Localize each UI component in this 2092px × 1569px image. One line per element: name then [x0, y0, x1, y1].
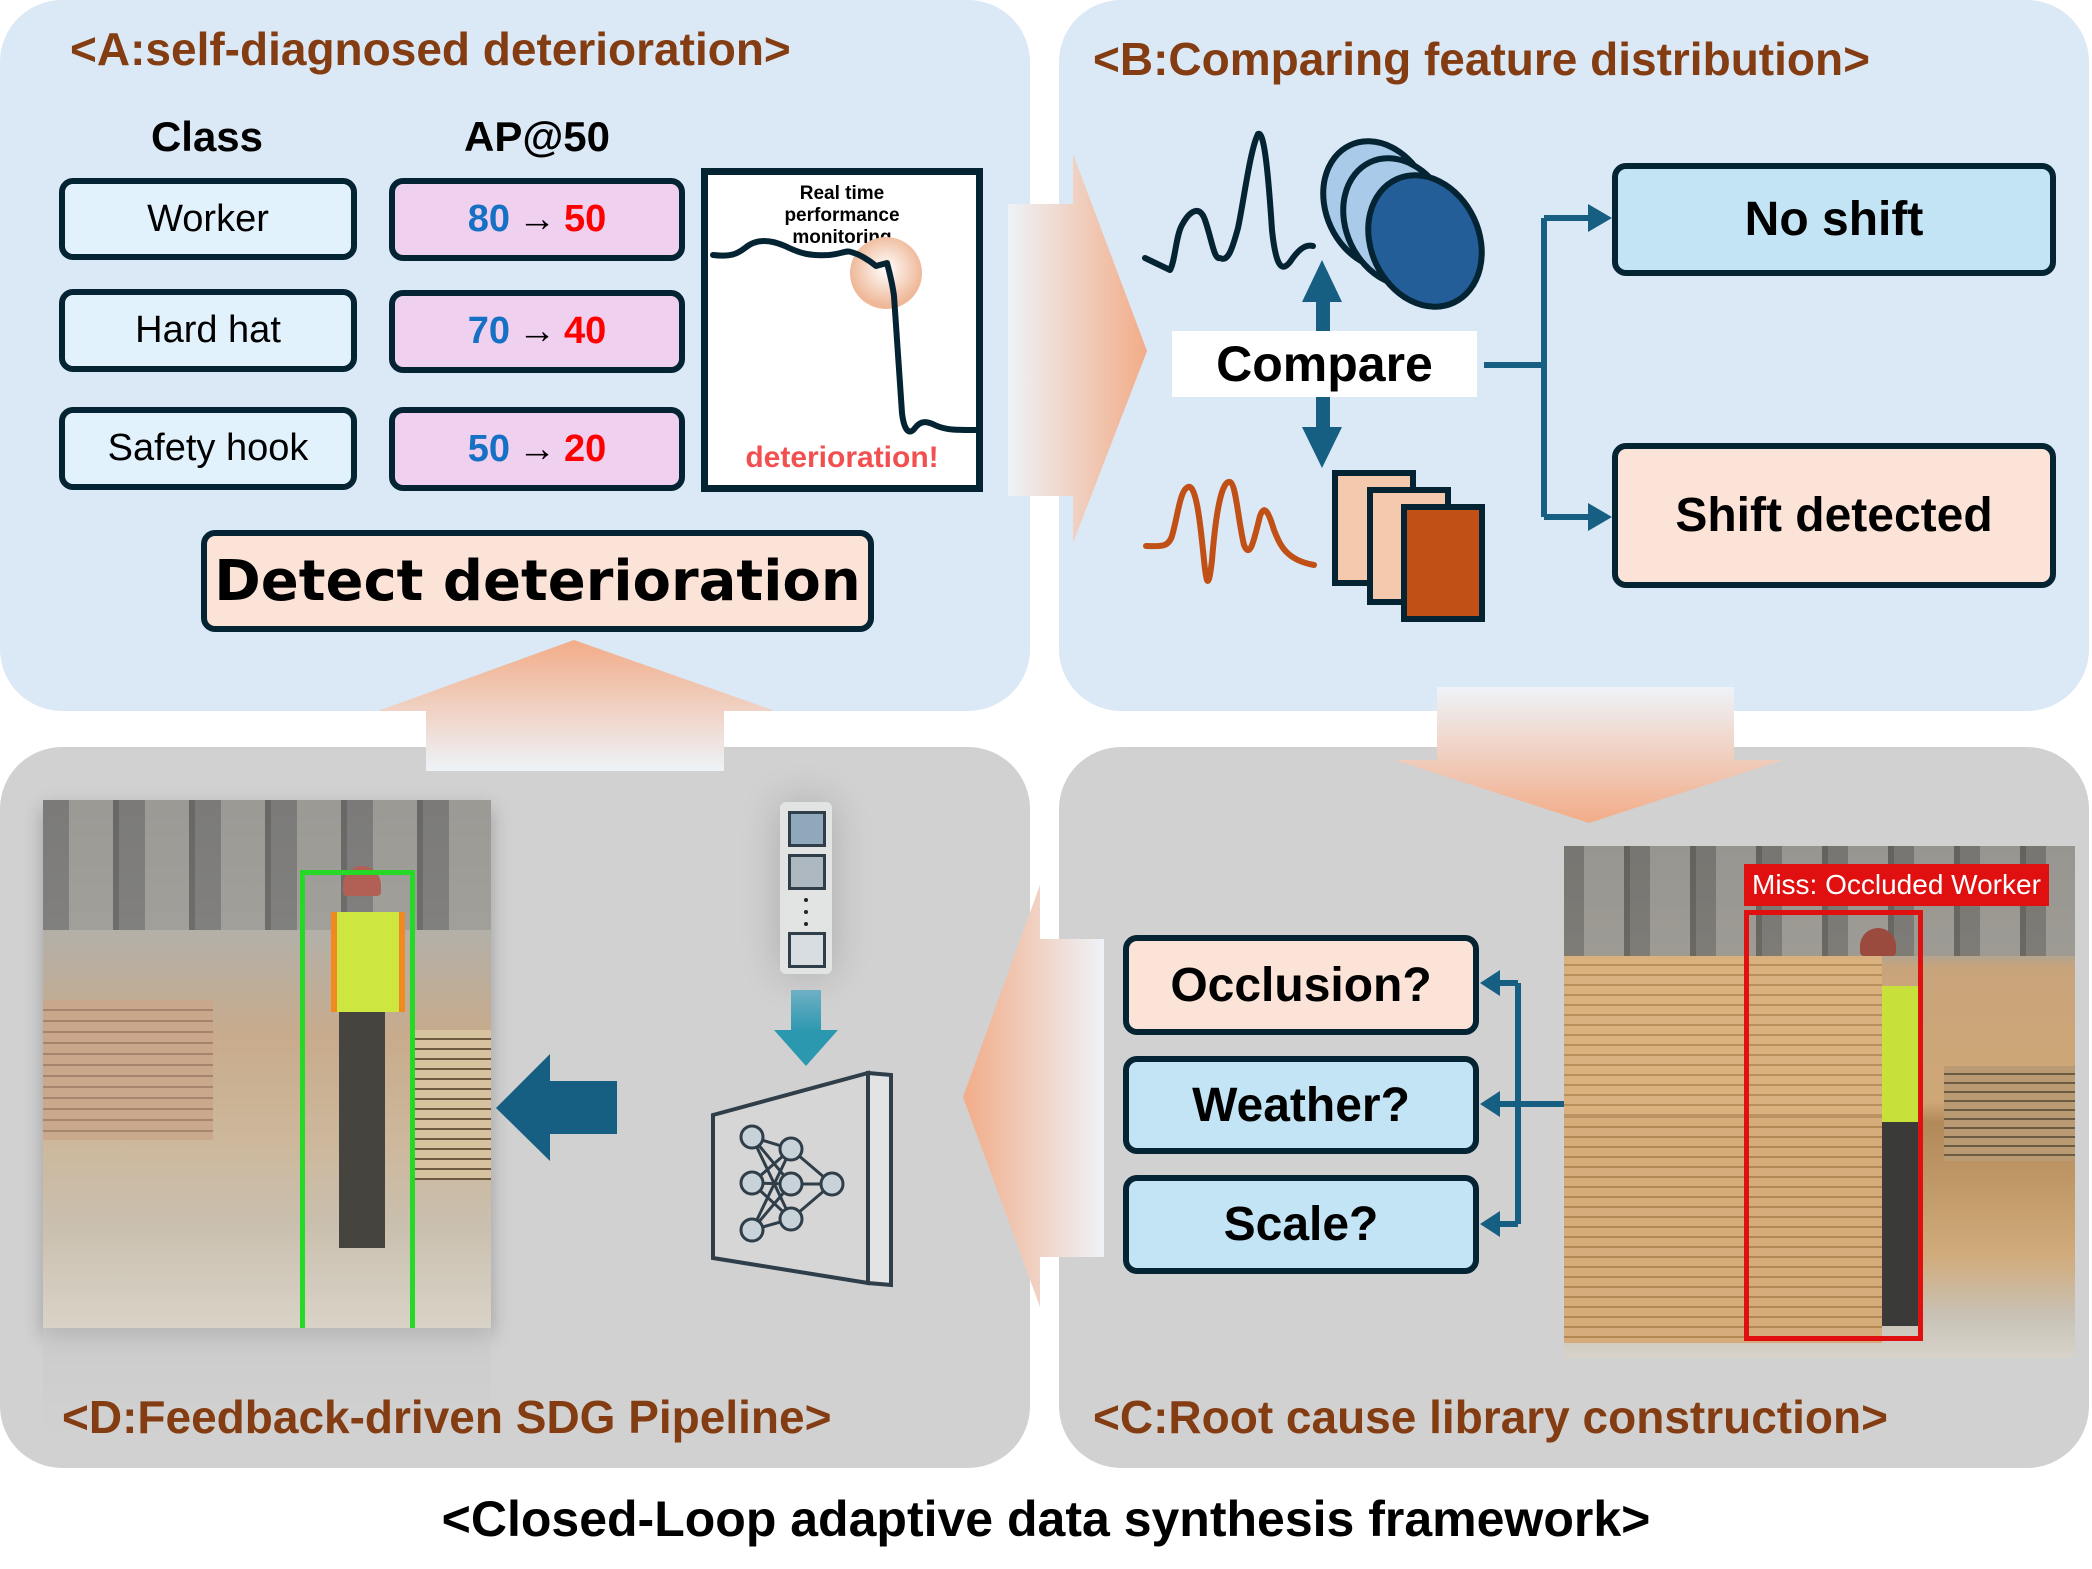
shift-detected-box: Shift detected	[1612, 443, 2056, 588]
ap-after-value: 20	[564, 427, 607, 470]
detect-deterioration-box: Detect deterioration	[201, 530, 874, 632]
arrow-right-icon: →	[518, 198, 556, 240]
ap-after-value: 50	[564, 198, 607, 240]
ap-before-value: 50	[467, 427, 510, 470]
performance-curve	[710, 237, 980, 435]
layer-square	[788, 854, 826, 890]
ap-before-value: 80	[467, 198, 510, 240]
synthetic-worker-photo	[43, 800, 491, 1328]
monitor-alert: deterioration!	[745, 441, 939, 474]
ap-before-value: 70	[467, 310, 510, 352]
class-column-header: Class	[150, 113, 264, 160]
worker-helmet	[1860, 928, 1896, 956]
class-box-safety-hook: Safety hook	[59, 407, 357, 490]
cause-box-scale: Scale?	[1123, 1175, 1479, 1274]
monitor-title: Real time performance monitoring	[784, 183, 900, 248]
miss-detection-label: Miss: Occluded Worker	[1744, 864, 2049, 906]
photo-reflection	[43, 1328, 491, 1438]
framework-title: <Closed-Loop adaptive data synthesis fra…	[441, 1491, 1651, 1547]
cause-box-weather: Weather?	[1123, 1056, 1479, 1154]
ap-box-hard-hat: 70 → 40	[389, 290, 685, 373]
flow-arrow-a-to-b-shape	[1008, 154, 1147, 543]
flow-arrow-b-to-c-shape	[1395, 687, 1783, 823]
worker-figure	[1882, 986, 1922, 1326]
panel-b-title: <B:Comparing feature distribution>	[1093, 33, 1870, 85]
lumber-stack-top	[1564, 956, 1882, 1114]
performance-monitor: Real time performance monitoring deterio…	[701, 168, 983, 492]
layer-square	[788, 932, 826, 968]
flow-arrow-c-to-d-shape	[963, 885, 1104, 1307]
panel-c-title: <C:Root cause library construction>	[1093, 1391, 1888, 1443]
foreground-lumber	[43, 1000, 213, 1140]
deterioration-highlight	[850, 237, 922, 309]
worker-vest	[331, 912, 405, 1012]
ap-box-worker: 80 → 50	[389, 178, 685, 261]
cause-box-occlusion: Occlusion?	[1123, 935, 1479, 1035]
detection-box	[300, 870, 415, 1328]
class-box-worker: Worker	[59, 178, 357, 260]
class-box-hard-hat: Hard hat	[59, 289, 357, 372]
compare-label: Compare	[1172, 331, 1477, 397]
occluded-worker-photo: Miss: Occluded Worker	[1564, 846, 2075, 1358]
ap-after-value: 40	[564, 310, 607, 352]
layer-stack-icon	[780, 802, 832, 974]
flow-arrow-d-to-a-shape	[378, 640, 775, 771]
worker-legs	[339, 1012, 385, 1248]
no-shift-box: No shift	[1612, 163, 2056, 276]
panel-d-title: <D:Feedback-driven SDG Pipeline>	[62, 1391, 832, 1443]
panel-a-title: <A:self-diagnosed deterioration>	[70, 23, 791, 75]
background-lumber	[413, 1030, 491, 1180]
miss-detection-box	[1744, 910, 1923, 1341]
ap-column-header: AP@50	[463, 113, 610, 160]
background-lumber	[1944, 1066, 2075, 1161]
ap-box-safety-hook: 50 → 20	[389, 407, 685, 491]
lumber-stack-bottom	[1564, 1118, 1882, 1343]
arrow-right-icon: →	[518, 427, 556, 470]
background-building	[43, 800, 491, 930]
layer-square	[788, 811, 826, 847]
ellipsis-dots	[804, 898, 808, 902]
performance-line	[710, 238, 980, 435]
arrow-right-icon: →	[518, 310, 556, 352]
